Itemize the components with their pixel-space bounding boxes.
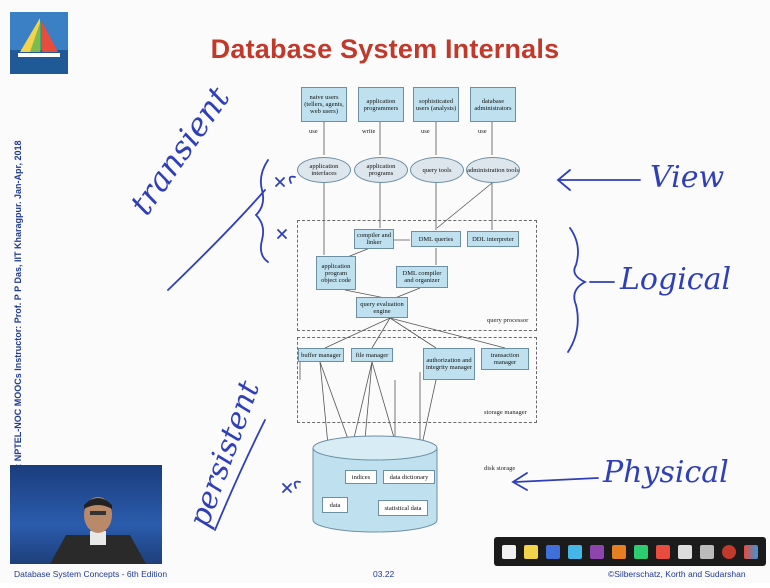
sailboat-logo xyxy=(10,12,68,74)
instructor-video xyxy=(10,465,162,564)
footer-copyright: ©Silberschatz, Korth and Sudarshan xyxy=(608,569,746,579)
eraser-icon[interactable] xyxy=(678,544,692,559)
presenter-silhouette xyxy=(50,497,146,564)
color-grid-icon[interactable] xyxy=(744,544,758,559)
compiler-linker-box: compiler and linker xyxy=(354,229,394,249)
auth-integrity-box: authorization and integrity manager xyxy=(423,348,475,380)
annotation-logical: Logical xyxy=(620,262,732,297)
dml-queries-box: DML queries xyxy=(411,231,461,247)
annotation-physical: Physical xyxy=(603,455,729,490)
query-processor-label: query processor xyxy=(487,317,529,324)
file-manager-box: file manager xyxy=(351,348,393,362)
tool-app-programs: application programs xyxy=(354,157,408,183)
tool-query-tools: query tools xyxy=(410,157,464,183)
query-engine-box: query evaluation engine xyxy=(356,297,408,318)
pen-blue-icon[interactable] xyxy=(546,544,560,559)
footer-slide-number: 03.22 xyxy=(373,569,395,579)
disk-storage-label: disk storage xyxy=(484,465,516,472)
storage-manager-label: storage manager xyxy=(484,409,527,416)
pen-orange-icon[interactable] xyxy=(612,544,626,559)
user-box-dba: database administrators xyxy=(470,87,516,122)
user-box-sophisticated: sophisticated users (analysts) xyxy=(413,87,459,122)
tool-admin-tools: administration tools xyxy=(466,157,520,183)
dml-compiler-box: DML compiler and organizer xyxy=(396,266,448,288)
tool-app-interfaces: application interfaces xyxy=(297,157,351,183)
annotation-view: View xyxy=(650,160,725,195)
storage-manager-region xyxy=(297,337,537,423)
slide-title: Database System Internals xyxy=(210,34,560,64)
ddl-interpreter-box: DDL interpreter xyxy=(467,231,519,247)
statistical-data-box: statistical data xyxy=(378,500,428,516)
no-entry-icon[interactable] xyxy=(722,544,736,559)
annotation-toolbar xyxy=(494,537,766,566)
pen-purple-icon[interactable] xyxy=(590,544,604,559)
pen-yellow-icon[interactable] xyxy=(524,544,538,559)
edge-label-use: use xyxy=(421,128,430,135)
footer-book: Database System Concepts - 6th Edition xyxy=(14,569,168,579)
data-dictionary-box: data dictionary xyxy=(383,470,435,484)
transaction-manager-box: transaction manager xyxy=(481,348,529,370)
app-object-code-box: application program object code xyxy=(316,256,356,290)
pen-cyan-icon[interactable] xyxy=(568,544,582,559)
buffer-manager-box: buffer manager xyxy=(298,348,344,362)
query-processor-region xyxy=(297,220,537,331)
ruler-icon[interactable] xyxy=(700,544,714,559)
pen-red-icon[interactable] xyxy=(656,544,670,559)
edge-label-write: write xyxy=(362,128,376,135)
user-box-naive: naive users (tellers, agents, web users) xyxy=(301,87,347,122)
user-box-programmers: application programmers xyxy=(358,87,404,122)
indices-box: indices xyxy=(345,470,377,484)
data-box: data xyxy=(322,497,348,513)
edge-label-use: use xyxy=(478,128,487,135)
edge-label-use: use xyxy=(309,128,318,135)
pointer-icon[interactable] xyxy=(502,544,516,559)
pen-green-icon[interactable] xyxy=(634,544,648,559)
